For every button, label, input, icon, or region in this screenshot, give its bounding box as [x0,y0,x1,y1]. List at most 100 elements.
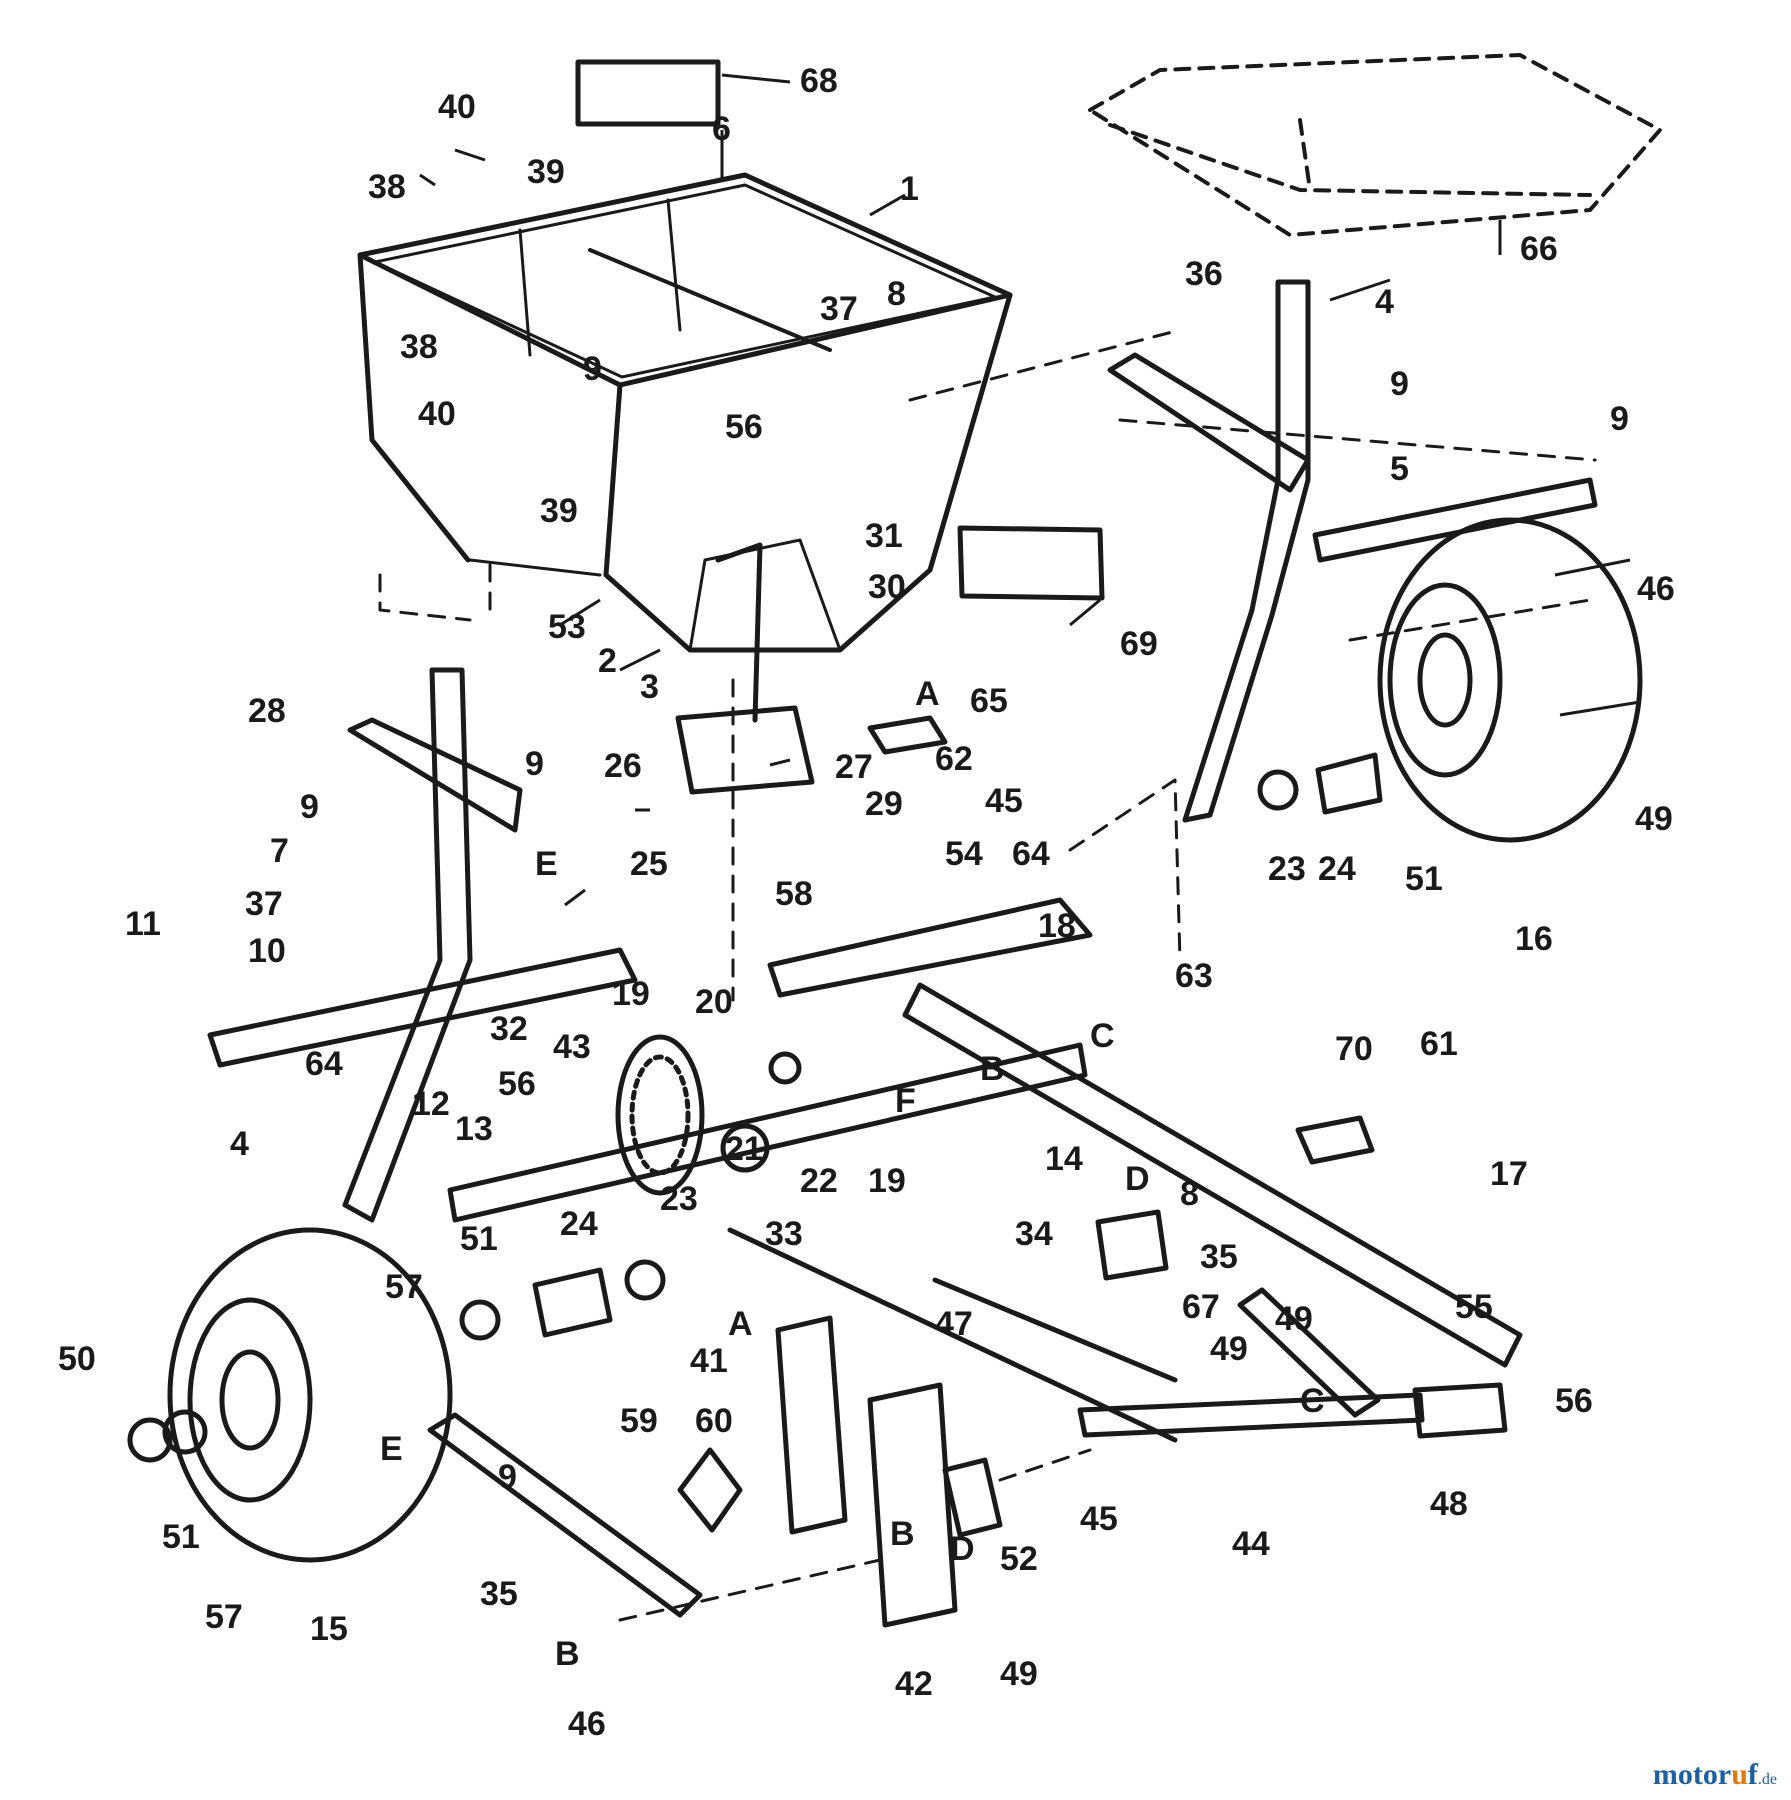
gear-43 [615,1034,705,1196]
label-66: 66 [1520,230,1558,268]
label-17: 17 [1490,1155,1528,1193]
washer-22 [768,1051,802,1085]
lever-44 [1077,1392,1425,1438]
label-47: 47 [935,1305,973,1343]
label-22: 22 [800,1162,838,1200]
label-70: 70 [1335,1030,1373,1068]
right-wheel [1257,517,1643,843]
label-E-frame: E [535,845,558,883]
label-35-right: 35 [1200,1238,1238,1276]
label-23-right: 23 [1268,850,1306,888]
rod-34 [932,1277,1178,1383]
label-34: 34 [1015,1215,1053,1253]
label-67: 67 [1182,1288,1220,1326]
washer-23-left [624,1259,666,1301]
decal-70 [1295,1115,1375,1165]
label-B-bottom: B [555,1635,580,1673]
watermark-logo: motoruf.de [1652,1758,1777,1791]
label-E-strut: E [380,1430,403,1468]
assembly-lines [378,328,1597,1622]
hopper-cover [1088,53,1662,237]
label-38-top: 38 [368,168,406,206]
label-52: 52 [1000,1540,1038,1578]
label-51-outer: 51 [162,1518,200,1556]
label-55: 55 [1455,1288,1493,1326]
label-32: 32 [490,1010,528,1048]
decal-69 [957,525,1105,601]
label-31: 31 [865,517,903,555]
label-57-wheel: 57 [385,1268,423,1306]
label-24-left: 24 [560,1205,598,1243]
label-62: 62 [935,740,973,778]
label-14: 14 [1045,1140,1083,1178]
label-B-axle: B [980,1050,1005,1088]
label-19-left: 19 [612,975,650,1013]
label-10: 10 [248,932,286,970]
label-60: 60 [695,1402,733,1440]
label-61: 61 [1420,1025,1458,1063]
strut-35-left [427,1412,703,1618]
label-49-mid: 49 [1275,1300,1313,1338]
label-8-top: 8 [887,275,906,313]
label-23-left: 23 [660,1180,698,1218]
label-9-strut: 9 [498,1458,517,1496]
label-4-right: 4 [1375,283,1394,321]
label-49-right: 49 [1635,800,1673,838]
label-4-left: 4 [230,1125,249,1163]
label-40-top: 40 [438,88,476,126]
plate-42 [867,1382,958,1628]
washer-51-outer [127,1417,173,1463]
label-30: 30 [868,568,906,606]
label-D-plate: D [950,1530,975,1568]
label-28: 28 [248,692,286,730]
label-29: 29 [865,785,903,823]
washer-23-right [1257,769,1299,811]
label-2: 2 [598,642,617,680]
label-51-right: 51 [1405,860,1443,898]
label-20: 20 [695,983,733,1021]
bracket-52 [942,1457,1003,1538]
label-13: 13 [455,1110,493,1148]
label-48: 48 [1430,1485,1468,1523]
left-wheel [127,1227,666,1563]
label-6: 6 [712,110,731,148]
label-59: 59 [620,1402,658,1440]
plate-58 [767,897,1093,998]
label-58: 58 [775,875,813,913]
label-37-left: 37 [245,885,283,923]
label-12: 12 [412,1085,450,1123]
label-B-plate: B [890,1515,915,1553]
label-21: 21 [725,1130,763,1168]
label-F: F [895,1082,916,1120]
label-1: 1 [900,170,919,208]
label-41: 41 [690,1342,728,1380]
decal-68 [575,59,721,127]
rod-33 [727,1227,1178,1443]
label-18: 18 [1038,907,1076,945]
label-65: 65 [970,682,1008,720]
label-49-bottom: 49 [1000,1655,1038,1693]
label-C-strut: C [1300,1382,1325,1420]
label-63: 63 [1175,957,1213,995]
label-53: 53 [548,608,586,646]
label-11: 11 [125,905,161,943]
label-9-hopper: 9 [583,350,602,388]
decal-67 [1095,1209,1169,1281]
leader-lines [419,73,1641,907]
bushing-24-left [532,1267,613,1338]
label-64-left: 64 [305,1045,343,1083]
label-8-axle: 8 [1180,1175,1199,1213]
label-42: 42 [895,1665,933,1703]
label-33: 33 [765,1215,803,1253]
plate-65 [867,715,948,755]
label-35-left: 35 [480,1575,518,1613]
label-69: 69 [1120,625,1158,663]
label-7: 7 [270,832,289,870]
ring-21 [720,1123,770,1173]
grip-48 [1412,1382,1508,1439]
label-39-left: 39 [540,492,578,530]
hopper [357,172,1013,653]
label-54: 54 [945,835,983,873]
label-3: 3 [640,668,659,706]
